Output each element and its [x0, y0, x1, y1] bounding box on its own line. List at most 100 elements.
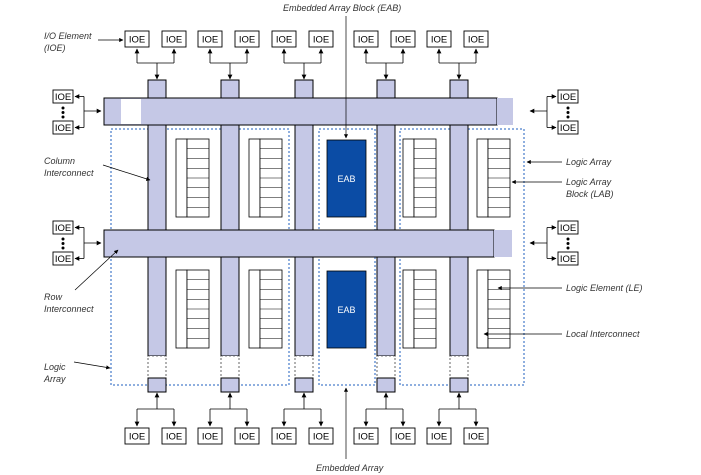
- label-io-element-abbr: (IOE): [44, 43, 66, 53]
- ioe-22: IOE: [52, 120, 74, 135]
- eab-bottom-label: EAB: [337, 305, 355, 315]
- column-interconnect-3: [294, 79, 314, 393]
- eab-top: EAB: [326, 139, 367, 218]
- row-interconnect-top: [103, 97, 498, 126]
- row-interconnect-top-ext: [497, 98, 513, 125]
- ioe-label: IOE: [166, 35, 182, 46]
- ioe-label: IOE: [239, 432, 255, 443]
- ioe-label: IOE: [395, 35, 411, 46]
- labels: I/O Element (IOE) Embedded Array Block (…: [43, 3, 643, 473]
- label-logic-array-block-2: Block (LAB): [566, 189, 614, 199]
- ioe-20: IOE: [463, 427, 489, 445]
- ioe-5: IOE: [197, 30, 223, 48]
- label-logic-element: Logic Element (LE): [566, 283, 643, 293]
- ioe-12: IOE: [308, 427, 334, 445]
- ioe-11: IOE: [271, 427, 297, 445]
- ioe-label: IOE: [276, 35, 292, 46]
- column-interconnects: [147, 79, 469, 393]
- ioe-label: IOE: [129, 432, 145, 443]
- label-column-interconnect-2: Interconnect: [44, 168, 94, 178]
- label-embedded-array-block: Embedded Array Block (EAB): [283, 3, 401, 13]
- ioe-label: IOE: [560, 254, 576, 265]
- label-io-element: I/O Element: [44, 31, 92, 41]
- logic-array-blocks: [175, 138, 511, 349]
- column-interconnect-5: [449, 79, 469, 393]
- ioe-label: IOE: [431, 35, 447, 46]
- ioe-7: IOE: [197, 427, 223, 445]
- label-logic-array-left-1: Logic: [44, 362, 66, 372]
- ioe-label: IOE: [560, 92, 576, 103]
- ioe-10: IOE: [308, 30, 334, 48]
- ioe-21: IOE: [52, 89, 74, 104]
- label-row-interconnect-1: Row: [44, 292, 63, 302]
- row-interconnect-mid: [103, 229, 495, 258]
- embedded-array-blocks: EAB EAB: [326, 139, 367, 349]
- ioe-label: IOE: [202, 432, 218, 443]
- ioe-label: IOE: [55, 92, 71, 103]
- ioe-9: IOE: [271, 30, 297, 48]
- ioe-label: IOE: [560, 123, 576, 134]
- label-column-interconnect-1: Column: [44, 156, 75, 166]
- row-interconnect-top-left-gap: [121, 99, 141, 124]
- ioe-label: IOE: [468, 35, 484, 46]
- ioe-2: IOE: [161, 30, 187, 48]
- ioe-label: IOE: [129, 35, 145, 46]
- lab-4: [476, 138, 511, 218]
- ioe-label: IOE: [55, 223, 71, 234]
- lab-1: [175, 138, 210, 218]
- ioe-3: IOE: [124, 427, 150, 445]
- eab-bottom: EAB: [326, 270, 367, 349]
- ioe-1: IOE: [124, 30, 150, 48]
- label-logic-array-block-1: Logic Array: [566, 177, 612, 187]
- row-interconnects: [103, 97, 513, 258]
- lab-5: [175, 269, 210, 349]
- ioe-label: IOE: [55, 254, 71, 265]
- ioe-elements: IOE IOE IOE IOE IOE IOE IOE IOE IOE IOE IOE IOE IOE I…: [52, 30, 579, 445]
- ioe-label: IOE: [313, 35, 329, 46]
- ioe-4: IOE: [161, 427, 187, 445]
- lab-7: [402, 269, 437, 349]
- ioe-26: IOE: [557, 120, 579, 135]
- ioe-23: IOE: [52, 220, 74, 235]
- ioe-18: IOE: [463, 30, 489, 48]
- ioe-13: IOE: [353, 30, 379, 48]
- ioe-8: IOE: [234, 427, 260, 445]
- lab-3: [402, 138, 437, 218]
- ioe-label: IOE: [202, 35, 218, 46]
- ioe-25: IOE: [557, 89, 579, 104]
- ioe-label: IOE: [358, 432, 374, 443]
- ioe-label: IOE: [313, 432, 329, 443]
- ioe-19: IOE: [426, 427, 452, 445]
- column-interconnect-1: [147, 79, 167, 393]
- column-interconnect-4: [376, 79, 396, 393]
- lab-2: [248, 138, 283, 218]
- ioe-label: IOE: [468, 432, 484, 443]
- ioe-28: IOE: [557, 251, 579, 266]
- label-row-interconnect-2: Interconnect: [44, 304, 94, 314]
- ioe-label: IOE: [239, 35, 255, 46]
- ioe-27: IOE: [557, 220, 579, 235]
- ioe-label: IOE: [166, 432, 182, 443]
- label-logic-array-right: Logic Array: [566, 157, 612, 167]
- ioe-label: IOE: [55, 123, 71, 134]
- ioe-15: IOE: [353, 427, 379, 445]
- ioe-14: IOE: [390, 30, 416, 48]
- label-embedded-array: Embedded Array: [316, 463, 384, 473]
- ioe-label: IOE: [276, 432, 292, 443]
- ioe-24: IOE: [52, 251, 74, 266]
- ioe-16: IOE: [390, 427, 416, 445]
- ioe-label: IOE: [560, 223, 576, 234]
- label-local-interconnect: Local Interconnect: [566, 329, 640, 339]
- ioe-label: IOE: [431, 432, 447, 443]
- lab-6: [248, 269, 283, 349]
- ioe-6: IOE: [234, 30, 260, 48]
- label-logic-array-left-2: Array: [43, 374, 66, 384]
- eab-top-label: EAB: [337, 174, 355, 184]
- ioe-label: IOE: [358, 35, 374, 46]
- row-interconnect-mid-ext: [494, 230, 512, 257]
- ioe-label: IOE: [395, 432, 411, 443]
- ioe-17: IOE: [426, 30, 452, 48]
- lab-8: [476, 269, 511, 349]
- column-interconnect-2: [220, 79, 240, 393]
